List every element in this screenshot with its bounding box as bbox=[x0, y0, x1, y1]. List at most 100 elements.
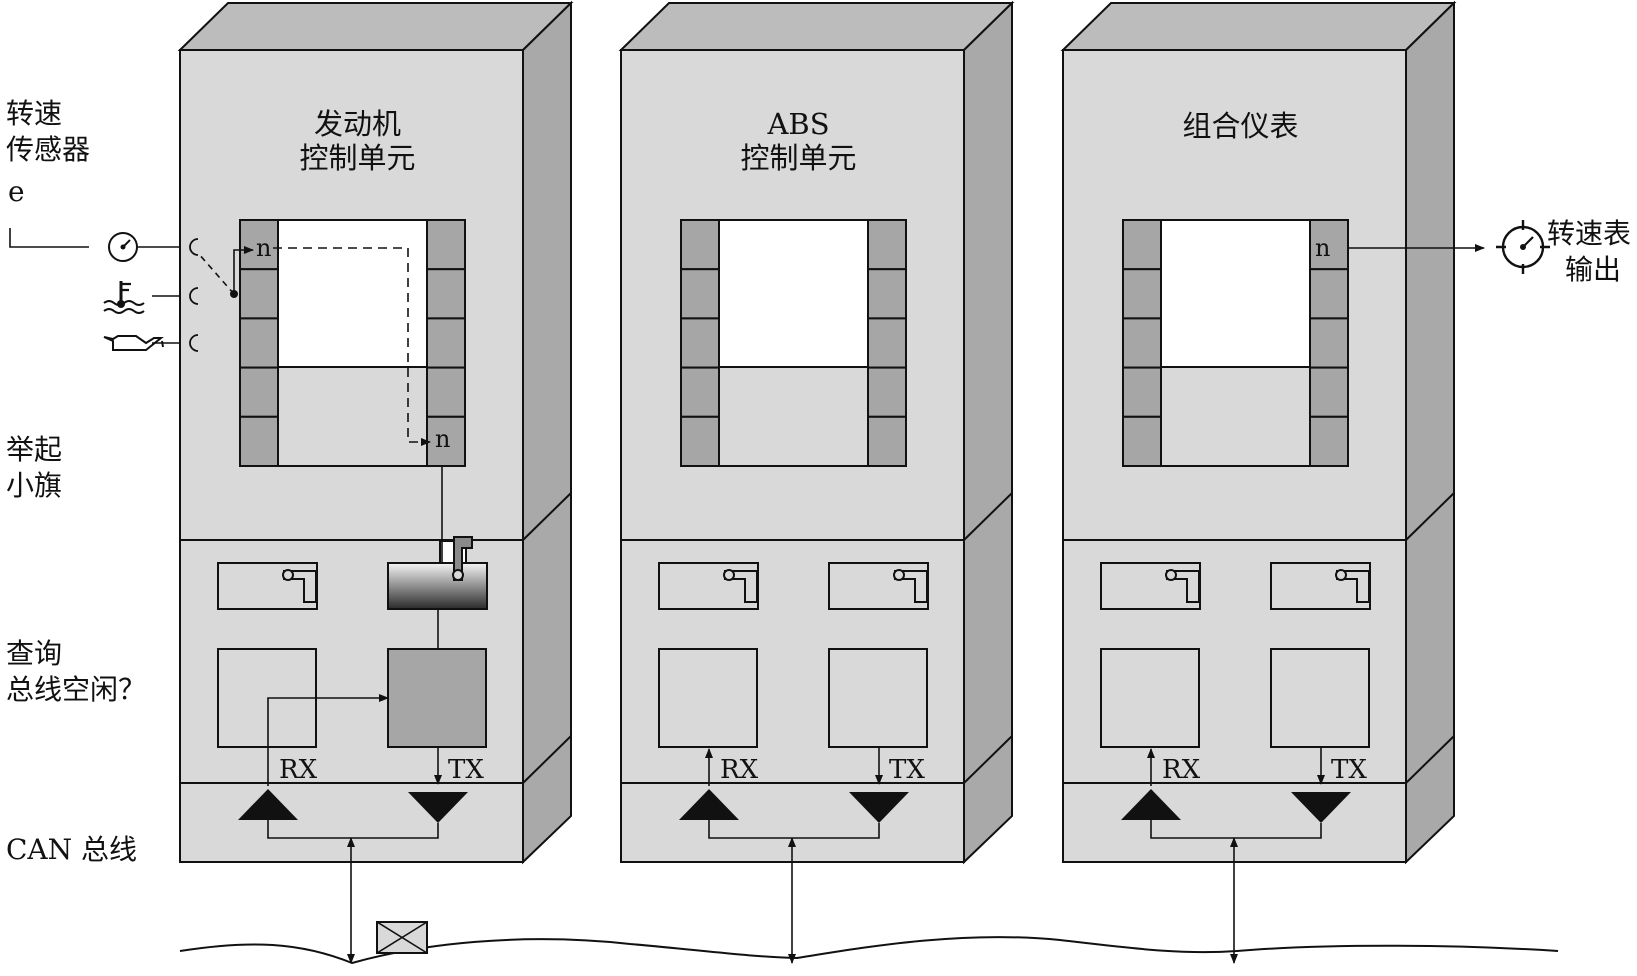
tachometer-hub bbox=[1520, 244, 1526, 250]
memory-slot-right-2 bbox=[426, 317, 466, 369]
e-label: e bbox=[8, 175, 25, 208]
cabinet-side bbox=[963, 0, 1013, 865]
side-divider-0 bbox=[1405, 492, 1455, 541]
speed-sensor-label-line2: 传感器 bbox=[6, 133, 91, 166]
query-bus-label: 查询 总线空闲？ bbox=[6, 636, 146, 708]
flag-pivot bbox=[282, 569, 294, 581]
raise-flag-label-line2: 小旗 bbox=[6, 469, 63, 502]
memory-slot-left-2 bbox=[680, 317, 720, 369]
unit-title-line-1: 控制单元 bbox=[299, 141, 415, 175]
raised-flag-box bbox=[387, 536, 488, 610]
memory-slot-left-0 bbox=[239, 219, 279, 271]
memory-slot-right-0 bbox=[426, 219, 466, 271]
unit-title-line-0: 组合仪表 bbox=[1182, 109, 1298, 143]
raise-flag-label-line1: 举起 bbox=[6, 433, 63, 466]
envelope-flap bbox=[376, 921, 428, 954]
flag-box-1 bbox=[828, 562, 929, 610]
side-divider-0 bbox=[963, 492, 1013, 541]
flag-box-body bbox=[217, 562, 318, 610]
flag-box-body bbox=[387, 562, 488, 610]
coolant-temp-icon bbox=[103, 281, 145, 314]
oil-drop bbox=[161, 340, 164, 348]
cabinet-top bbox=[618, 2, 1015, 51]
memory-slot-left-2 bbox=[1122, 317, 1162, 369]
memory-slot-right-0 bbox=[1309, 219, 1349, 271]
flag-box-1 bbox=[1270, 562, 1371, 610]
memory-window bbox=[1160, 219, 1311, 368]
rx-label: RX bbox=[279, 755, 318, 785]
n-tag-tx: n bbox=[435, 425, 450, 453]
flag-box-body bbox=[1100, 562, 1201, 610]
memory-slot-right-4 bbox=[426, 415, 466, 467]
tx-buffer bbox=[828, 648, 928, 748]
cabinet-top bbox=[1060, 2, 1457, 51]
rx-buffer bbox=[658, 648, 758, 748]
cabinet-top bbox=[177, 2, 574, 51]
cabinet-side bbox=[1405, 0, 1455, 865]
memory-slot-right-3 bbox=[1309, 366, 1349, 418]
memory-slot-left-4 bbox=[1122, 415, 1162, 467]
can-bus-label: CAN 总线 bbox=[6, 833, 138, 866]
coolant-waves bbox=[103, 300, 145, 314]
flag-box-0 bbox=[658, 562, 759, 610]
unit-title-line-0: 发动机 bbox=[314, 107, 401, 141]
receive-driver-triangle bbox=[679, 789, 739, 820]
unit-title-line-0: ABS bbox=[766, 107, 829, 141]
tx-label: TX bbox=[448, 755, 484, 785]
rx-buffer bbox=[1100, 648, 1200, 748]
memory-slot-left-4 bbox=[239, 415, 279, 467]
memory-slot-right-0 bbox=[867, 219, 907, 271]
side-divider-0 bbox=[522, 492, 572, 541]
transmit-driver-triangle bbox=[849, 792, 909, 823]
can-bus-line bbox=[179, 936, 1559, 965]
side-divider-1 bbox=[1405, 735, 1455, 784]
memory-slot-right-4 bbox=[1309, 415, 1349, 467]
tachometer-output-label: 转速表 输出 bbox=[1547, 216, 1631, 288]
tachometer-output-label-line2: 输出 bbox=[1565, 253, 1622, 286]
memory-slot-left-4 bbox=[680, 415, 720, 467]
memory-slot-left-0 bbox=[680, 219, 720, 271]
flag-box-body bbox=[1270, 562, 1371, 610]
flag-box-body bbox=[658, 562, 759, 610]
flag-pivot bbox=[723, 569, 735, 581]
n-tag-output: n bbox=[1315, 234, 1330, 262]
transmit-driver-triangle bbox=[1291, 792, 1351, 823]
tachometer-ticks bbox=[1496, 220, 1550, 274]
raise-flag-label: 举起 小旗 bbox=[6, 432, 62, 504]
memory-slot-left-3 bbox=[1122, 366, 1162, 418]
side-divider-1 bbox=[522, 735, 572, 784]
oil-can-body bbox=[103, 335, 164, 351]
switch-lever bbox=[197, 252, 235, 295]
memory-slot-right-4 bbox=[867, 415, 907, 467]
switch-output-arrow bbox=[233, 246, 254, 293]
memory-slot-right-1 bbox=[426, 268, 466, 320]
flag-pivot bbox=[1165, 569, 1177, 581]
memory-slot-right-2 bbox=[867, 317, 907, 369]
rx-label: RX bbox=[720, 755, 759, 785]
speed-value-path bbox=[273, 247, 431, 446]
tachometer-icon bbox=[1496, 220, 1550, 274]
memory-slot-left-2 bbox=[239, 317, 279, 369]
memory-slot-left-1 bbox=[680, 268, 720, 320]
flag-box-0 bbox=[1100, 562, 1201, 610]
sensor-socket-2 bbox=[189, 334, 199, 352]
memory-slot-right-3 bbox=[426, 366, 466, 418]
speed-sensor-label-line1: 转速 bbox=[6, 97, 63, 130]
flag-box-0 bbox=[217, 562, 318, 610]
memory-slot-right-2 bbox=[1309, 317, 1349, 369]
speed-signal-line bbox=[9, 228, 89, 248]
sensor-socket-1 bbox=[189, 287, 199, 305]
query-bus-label-line1: 查询 bbox=[6, 637, 63, 670]
transmit-driver-triangle bbox=[408, 792, 468, 823]
receive-driver-triangle bbox=[1121, 789, 1181, 820]
receive-driver-triangle bbox=[238, 789, 298, 820]
query-bus-label-line2: 总线空闲？ bbox=[6, 673, 147, 706]
n-tag-input: n bbox=[256, 234, 271, 262]
tx-buffer bbox=[387, 648, 487, 748]
oil-can-icon bbox=[103, 335, 164, 351]
cabinet-side bbox=[522, 0, 572, 865]
